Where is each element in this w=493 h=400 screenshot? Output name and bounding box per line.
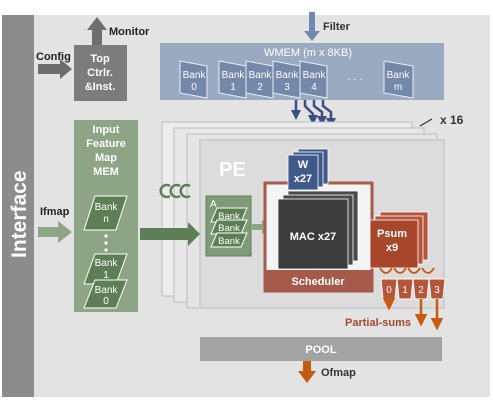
wmem-bank-4: Bank 4 xyxy=(299,60,328,99)
pe-title: PE xyxy=(219,159,246,181)
a-label: A xyxy=(210,199,217,210)
svg-text:Bank: Bank xyxy=(218,211,240,222)
mux-arcs xyxy=(379,267,435,274)
wmem-bank-2: Bank 2 xyxy=(245,60,274,99)
pool-label: POOL xyxy=(305,344,336,356)
svg-text:Bank: Bank xyxy=(303,70,327,81)
w-register-stack xyxy=(287,148,329,191)
interface-strip xyxy=(2,15,34,397)
wmem-bank-3: Bank 3 xyxy=(272,60,301,99)
scheduler-bar xyxy=(265,270,372,291)
svg-text:Bank: Bank xyxy=(387,70,411,81)
top-ctrl-line1: Top xyxy=(90,53,110,65)
psum-line2: x9 xyxy=(386,242,398,254)
top-ctrl-line3: &Inst. xyxy=(85,81,116,93)
filter-arrow xyxy=(304,12,320,41)
svg-text:0: 0 xyxy=(386,285,392,296)
svg-text:2: 2 xyxy=(257,82,263,93)
top-controller xyxy=(74,45,127,101)
scheduler-label: Scheduler xyxy=(291,276,345,288)
wmem-ellipsis: . . . xyxy=(347,71,362,83)
ifm-bank-dots xyxy=(104,234,108,252)
top-ctrl-line2: Ctrlr. xyxy=(87,67,113,79)
partial-sums-label: Partial-sums xyxy=(345,317,411,329)
config-arrow xyxy=(38,59,72,79)
svg-text:Bank: Bank xyxy=(249,70,273,81)
monitor-arrow xyxy=(87,17,107,52)
ifmap-label: Ifmap xyxy=(40,206,70,218)
mux-3: 3 xyxy=(428,278,446,300)
ifm-title-line1: Input xyxy=(93,124,120,136)
svg-text:1: 1 xyxy=(230,82,236,93)
svg-text:Bank: Bank xyxy=(95,285,119,296)
partial-sum-arrows xyxy=(382,298,444,331)
svg-text:0: 0 xyxy=(103,296,109,307)
ofmap-arrow xyxy=(298,361,316,383)
svg-text:m: m xyxy=(394,82,402,93)
wmem-title: WMEM (m x 8KB) xyxy=(264,47,352,59)
pe-replication-label: x 16 xyxy=(440,113,464,127)
w-label-line1: W xyxy=(298,159,309,171)
mux-2: 2 xyxy=(412,278,430,300)
ifmap-arrow xyxy=(38,221,72,243)
wmem-to-pe-arrows xyxy=(291,100,336,128)
w-label-line2: x27 xyxy=(294,173,312,185)
ifm-bank-n: Bank n xyxy=(83,195,128,231)
a-bank-2: Bank xyxy=(210,232,248,248)
mux-1: 1 xyxy=(396,278,414,300)
svg-text:Bank: Bank xyxy=(95,258,119,269)
svg-text:Bank: Bank xyxy=(95,202,119,213)
svg-text:Bank: Bank xyxy=(218,223,240,234)
wmem-bank-m: Bank m xyxy=(383,60,414,99)
mux-0: 0 xyxy=(380,278,398,300)
psum-line1: Psum xyxy=(377,228,407,240)
svg-text:4: 4 xyxy=(311,82,317,93)
svg-text:n: n xyxy=(103,214,109,225)
mac-stack xyxy=(277,190,359,270)
svg-text:0: 0 xyxy=(191,82,197,93)
wmem-bank-1: Bank 1 xyxy=(218,60,247,99)
svg-text:3: 3 xyxy=(434,285,440,296)
filter-label: Filter xyxy=(323,21,351,33)
ofmap-label: Ofmap xyxy=(321,367,356,379)
mac-label: MAC x27 xyxy=(290,231,336,243)
svg-text:Bank: Bank xyxy=(183,70,207,81)
wmem-bank-0: Bank 0 xyxy=(179,60,208,99)
wmem-banks: Bank 0 Bank 1 Bank 2 Bank 3 Bank 4 . . .… xyxy=(179,60,414,99)
svg-text:3: 3 xyxy=(284,82,290,93)
svg-text:Bank: Bank xyxy=(276,70,300,81)
replication-arrow xyxy=(419,118,433,127)
interface-label: Interface xyxy=(8,170,31,258)
pool-block xyxy=(200,337,442,361)
ifm-title-line2: Feature xyxy=(86,138,126,150)
psum-stack xyxy=(369,211,429,269)
ifm-title-line3: Map xyxy=(95,152,117,164)
svg-text:2: 2 xyxy=(418,285,424,296)
a-bank-1: Bank xyxy=(210,219,248,235)
svg-text:1: 1 xyxy=(402,285,408,296)
config-label: Config xyxy=(36,51,71,63)
svg-text:Bank: Bank xyxy=(218,236,240,247)
ifm-title-line4: MEM xyxy=(93,166,119,178)
monitor-label: Monitor xyxy=(109,26,150,38)
svg-text:Bank: Bank xyxy=(222,70,246,81)
svg-text:1: 1 xyxy=(103,270,109,281)
ifm-bank-0: Bank 0 xyxy=(83,279,128,309)
ifm-to-pe-arrow xyxy=(140,222,200,246)
pe-feed-curves xyxy=(159,183,191,199)
